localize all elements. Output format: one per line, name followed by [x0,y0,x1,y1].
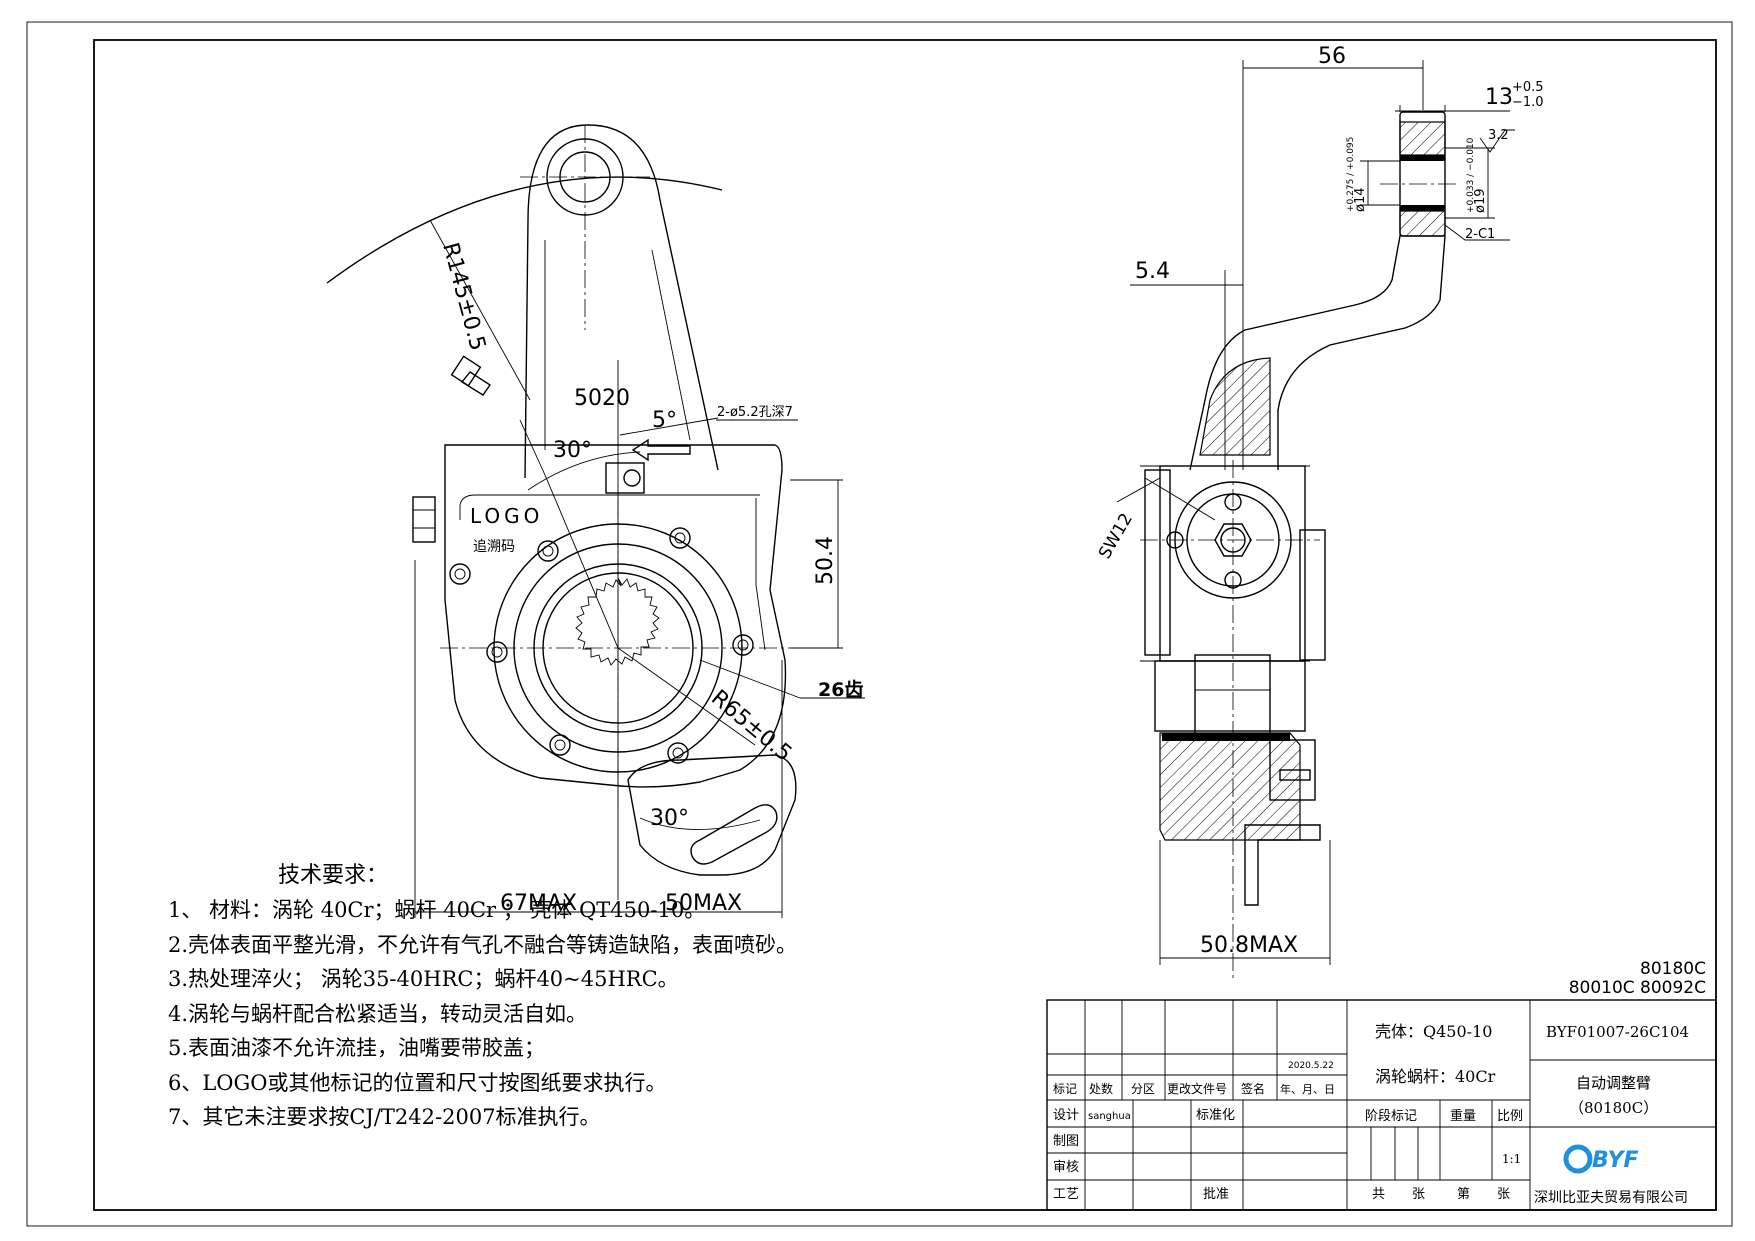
dim-dia-19-tol: +0.033 / −0.010 [1466,137,1476,213]
dim-dia-19: ø19 [1473,189,1488,214]
tb-review-label: 审核 [1053,1160,1079,1175]
tb-drawing-no: BYF01007-26C104 [1546,1023,1689,1041]
logo-text: LOGO [470,504,543,528]
dim-56: 56 [1318,44,1346,69]
trace-code-text: 追溯码 [473,539,515,555]
note-line: 4.涡轮与蜗杆配合松紧适当，转动灵活自如。 [168,1001,588,1026]
dim-r65: R65±0.5 [706,685,796,766]
tb-sheet-total-2: 张 [1412,1187,1425,1202]
tb-rev-h1: 标记 [1053,1082,1077,1096]
tb-material-1: 壳体：Q450-10 [1375,1022,1492,1041]
screw-icon [449,469,754,764]
dim-5020: 5020 [574,386,630,411]
tb-rev-h2: 处数 [1089,1081,1113,1096]
tb-design-label: 设计 [1053,1108,1079,1123]
dim-angle-5: 5° [652,408,677,433]
dim-dia-14-tol: +0.275 / +0.095 [1346,137,1356,212]
note-line: 2.壳体表面平整光滑，不允许有气孔不融合等铸造缺陷，表面喷砂。 [168,932,798,957]
side-view [1116,60,1515,980]
dim-teeth: 26齿 [818,679,863,701]
tb-sheet-no-1: 第 [1457,1187,1470,1202]
tb-approve-label: 批准 [1203,1187,1229,1202]
title-block [1046,999,1717,1211]
dim-chamfer: 2-C1 [1465,227,1495,242]
tb-brand: BYF [1592,1148,1639,1173]
tb-scale-label: 比例 [1497,1109,1523,1124]
dim-13-tol-upper: +0.5 [1512,80,1544,95]
dim-67max: 67MAX [500,891,577,916]
tb-company: 深圳比亚夫贸易有限公司 [1534,1190,1688,1206]
tb-rev-h6: 年、月、日 [1280,1082,1335,1096]
tb-material-2: 涡轮蜗杆：40Cr [1375,1067,1496,1086]
tb-part-name: 自动调整臂 [1576,1074,1651,1092]
tb-date: 2020.5.22 [1288,1061,1334,1071]
dim-roughness: 3.2 [1488,128,1509,143]
tb-draft-label: 制图 [1053,1134,1079,1149]
model-code-2: 80010C 80092C [1569,978,1706,998]
tb-standardize-label: 标准化 [1196,1108,1235,1123]
dim-hole-note: 2-ø5.2孔深7 [717,405,793,420]
note-line: 7、其它未注要求按CJ/T242-2007标准执行。 [168,1105,601,1129]
note-line: 3.热处理淬火； 涡轮35-40HRC；蜗杆40~45HRC。 [168,967,679,991]
tb-scale-value: 1:1 [1502,1152,1521,1166]
dim-50max: 50MAX [665,891,742,916]
technical-requirements: 技术要求： 1、 材料：涡轮 40Cr；蜗杆 40Cr ； 壳体 QT450-1… [168,863,868,1135]
front-view [326,124,865,918]
tb-rev-h3: 分区 [1131,1082,1155,1096]
tb-process-label: 工艺 [1053,1187,1079,1202]
dim-angle-30-bottom: 30° [650,806,689,831]
dim-13: 13 [1485,85,1513,110]
outer-border [26,21,1733,1227]
tb-rev-h4: 更改文件号 [1167,1081,1227,1096]
tb-weight-label: 重量 [1450,1108,1476,1124]
tb-stage-label: 阶段标记 [1365,1109,1417,1124]
dim-dia-14: ø14 [1353,188,1368,213]
dim-sw12: SW12 [1095,510,1137,563]
note-line: 5.表面油漆不允许流挂，油嘴要带胶盖； [168,1036,546,1060]
dim-50-8max: 50.8MAX [1200,933,1298,958]
inner-border [93,39,1717,1211]
dim-5-4: 5.4 [1135,259,1170,284]
tb-part-model: （80180C） [1569,1099,1658,1117]
notes-title: 技术要求： [278,863,389,888]
tb-designer: sanghua [1088,1111,1131,1122]
note-line: 1、 材料：涡轮 40Cr；蜗杆 40Cr ； 壳体 QT450-10。 [168,898,706,922]
tb-sheet-total-1: 共 [1372,1187,1385,1202]
tb-rev-h5: 签名 [1241,1081,1265,1096]
dim-r145: R145±0.5 [437,240,490,353]
note-line: 6、LOGO或其他标记的位置和尺寸按图纸要求执行。 [168,1070,667,1095]
dim-height-50-4: 50.4 [813,536,838,585]
dim-13-tol-lower: −1.0 [1512,95,1544,110]
tb-sheet-no-2: 张 [1497,1187,1510,1202]
model-code-1: 80180C [1640,959,1706,979]
brand-logo-icon [1563,1144,1593,1174]
dim-angle-30-top: 30° [553,438,592,463]
